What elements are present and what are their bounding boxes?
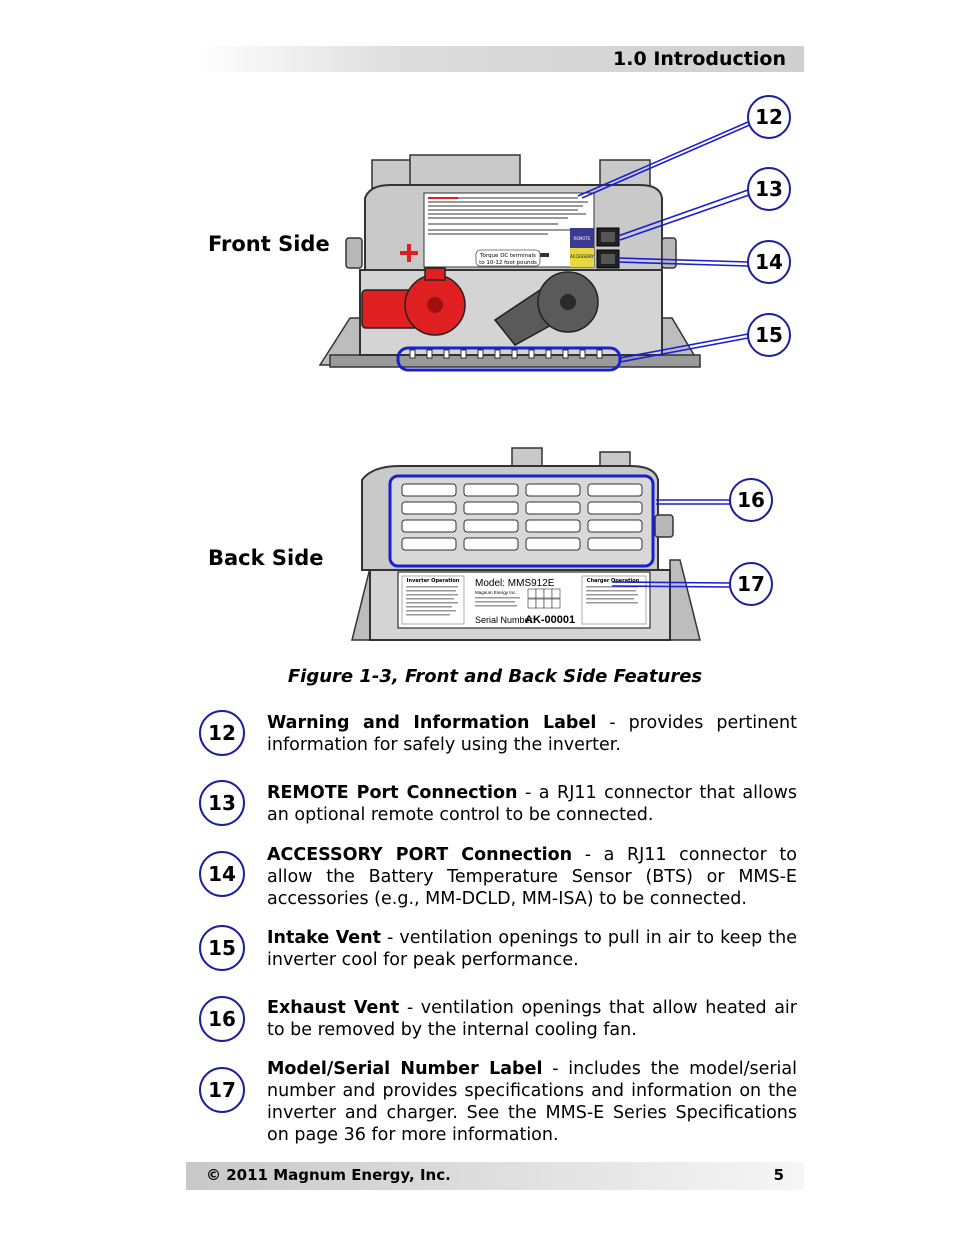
item-description-12: Warning and Information Label - provides… (267, 712, 797, 756)
item-title: Model/Serial Number Label (267, 1059, 543, 1079)
inverter-operation-label: Inverter Operation (407, 578, 460, 584)
copyright-text: © 2011 Magnum Energy, Inc. (206, 1166, 451, 1184)
back-side-label: Back Side (208, 546, 324, 570)
item-desc: - provides pertinent information for saf… (267, 713, 797, 755)
back-inverter-drawing: Inverter Operation Charger Operation Mod… (351, 447, 701, 641)
item-description-17: Model/Serial Number Label - includes the… (267, 1058, 797, 1146)
remote-tag: REMOTE (574, 236, 591, 241)
item-description-13: REMOTE Port Connection - a RJ11 connecto… (267, 782, 797, 826)
page-footer: © 2011 Magnum Energy, Inc. 5 (186, 1162, 804, 1190)
item-description-16: Exhaust Vent - ventilation openings that… (267, 997, 797, 1041)
item-number-13: 13 (199, 780, 245, 826)
item-title: REMOTE Port Connection (267, 783, 518, 803)
torque-note-line1: Torque DC terminals (479, 253, 536, 259)
positive-terminal (361, 267, 466, 336)
serial-value: AK-00001 (525, 614, 575, 626)
callout-16: 16 (729, 478, 773, 522)
item-desc: - a RJ11 connector to allow the Battery … (267, 845, 798, 909)
item-number-17: 17 (199, 1067, 245, 1113)
model-label: Model: MMS912E (475, 578, 555, 589)
accessory-tag: ACCESSORY (570, 254, 595, 259)
serial-label: Serial Number: (475, 615, 535, 625)
item-number-12: 12 (199, 710, 245, 756)
item-title: Intake Vent (267, 928, 382, 948)
item-title: Exhaust Vent (267, 998, 400, 1018)
torque-note-line2: to 10-12 foot pounds (479, 260, 537, 266)
callout-13: 13 (747, 167, 791, 211)
inverter-figure: Torque DC terminals to 10-12 foot pounds… (318, 121, 753, 641)
figure-caption: Figure 1-3, Front and Back Side Features (287, 666, 703, 687)
item-title: Warning and Information Label (267, 713, 597, 733)
item-desc: - a RJ11 connector that allows an option… (267, 783, 797, 825)
item-desc: - includes the model/serial number and p… (267, 1059, 797, 1145)
charger-operation-label: Charger Operation (587, 578, 640, 584)
front-side-label: Front Side (208, 232, 330, 256)
item-number-15: 15 (199, 925, 245, 971)
negative-terminal (493, 271, 599, 346)
item-desc: - ventilation openings that allow heated… (267, 998, 797, 1040)
item-description-14: ACCESSORY PORT Connection - a RJ11 conne… (267, 844, 797, 910)
item-number-14: 14 (199, 851, 245, 897)
item-title: ACCESSORY PORT Connection (267, 845, 573, 865)
callout-14: 14 (747, 240, 791, 284)
item-description-15: Intake Vent - ventilation openings to pu… (267, 927, 797, 971)
item-number-16: 16 (199, 996, 245, 1042)
callout-17: 17 (729, 562, 773, 606)
section-title: 1.0 Introduction (613, 48, 786, 70)
company-small: Magnum Energy Inc. (475, 590, 517, 595)
section-header: 1.0 Introduction (196, 46, 804, 72)
callout-12: 12 (747, 95, 791, 139)
front-inverter-drawing: Torque DC terminals to 10-12 foot pounds… (318, 154, 702, 372)
page-number: 5 (773, 1166, 784, 1184)
callout-leaders (577, 121, 753, 588)
callout-15: 15 (747, 313, 791, 357)
item-desc: - ventilation openings to pull in air to… (267, 928, 797, 970)
